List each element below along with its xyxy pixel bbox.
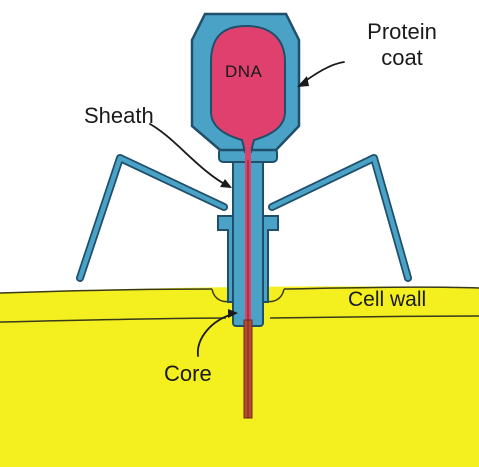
protein-coat-label-line1: Protein xyxy=(354,20,450,44)
dna-label: DNA xyxy=(225,62,262,82)
arrow-sheath-head xyxy=(220,179,232,188)
cell-wall-label: Cell wall xyxy=(348,288,426,312)
sheath-label: Sheath xyxy=(84,104,154,128)
protein-coat-label-line2: coat xyxy=(354,46,450,70)
core-label: Core xyxy=(164,362,212,386)
